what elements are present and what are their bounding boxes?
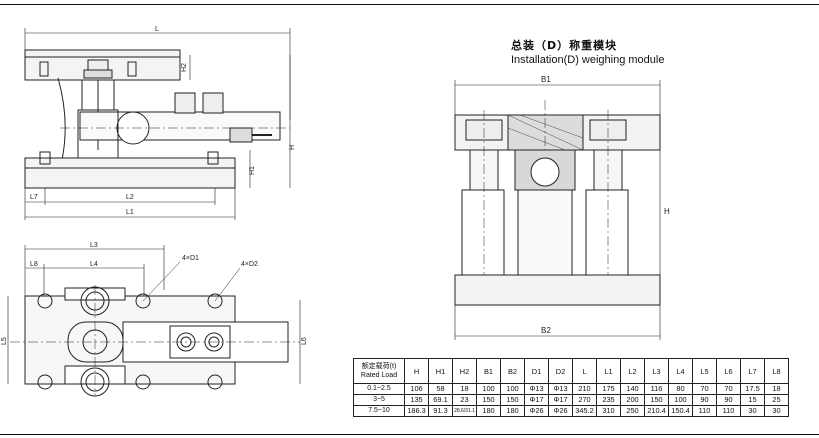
title-chinese: 总装（D）称重模块 [511, 39, 618, 52]
table-cell: 140 [620, 383, 645, 395]
header-rated-load-en: Rated Load [360, 372, 398, 379]
table-cell: 28.6/31.1 [452, 405, 477, 417]
table-cell: 270 [572, 394, 597, 406]
table-cell: Φ13 [524, 383, 549, 395]
table-cell: 110 [716, 405, 741, 417]
header-col: D1 [524, 358, 549, 384]
cell-load: 3~5 [353, 394, 405, 406]
table-cell: 15 [740, 394, 765, 406]
header-col: H1 [428, 358, 453, 384]
dim-label-h-side: H [664, 207, 670, 216]
header-col: L [572, 358, 597, 384]
table-row: 3~5 135 69.1 23 150 150 Φ17 Φ17 270 235 … [353, 394, 789, 406]
bottom-border-line [0, 434, 819, 435]
table-row: 7.5~10 186.3 91.3 28.6/31.1 180 180 Φ26 … [353, 405, 789, 417]
table-cell: 25 [764, 394, 789, 406]
header-rated-load-cn: 额定载荷(t) [361, 363, 397, 370]
header-rated-load: 额定载荷(t) Rated Load [353, 358, 405, 384]
title-english: Installation(D) weighing module [511, 54, 665, 66]
header-col: L5 [692, 358, 717, 384]
table-cell: 91.3 [428, 405, 453, 417]
table-cell: Φ13 [548, 383, 573, 395]
table-cell: 186.3 [404, 405, 429, 417]
dim-label-l1: L1 [126, 209, 134, 216]
dim-label-b1: B1 [541, 75, 551, 84]
table-cell: 23 [452, 394, 477, 406]
table-cell: 70 [692, 383, 717, 395]
cell-load: 0.1~2.5 [353, 383, 405, 395]
dim-label-l4: L4 [90, 261, 98, 268]
top-border-line [0, 4, 819, 5]
dim-label-4xd1: 4×D1 [182, 255, 199, 262]
header-col: L1 [596, 358, 621, 384]
table-cell: 100 [668, 394, 693, 406]
table-cell: 17.5 [740, 383, 765, 395]
dim-label-l: L [155, 26, 159, 33]
table-cell: 235 [596, 394, 621, 406]
dim-label-l3: L3 [90, 242, 98, 249]
table-cell: Φ17 [548, 394, 573, 406]
table-cell: 116 [644, 383, 669, 395]
header-col: L8 [764, 358, 789, 384]
dim-label-l7: L7 [30, 194, 38, 201]
dim-label-l5: L5 [1, 337, 8, 345]
table-cell: 180 [476, 405, 501, 417]
dim-label-4xd2: 4×D2 [241, 261, 258, 268]
table-cell: 100 [476, 383, 501, 395]
table-cell: 175 [596, 383, 621, 395]
table-cell: 18 [764, 383, 789, 395]
drawing-title: 总装（D）称重模块 Installation(D) weighing modul… [511, 38, 664, 68]
table-header-row: 额定载荷(t) Rated Load H H1 H2 B1 B2 D1 D2 L… [353, 358, 789, 384]
header-col: L6 [716, 358, 741, 384]
table-cell: 30 [740, 405, 765, 417]
table-cell: 150.4 [668, 405, 693, 417]
table-cell: 180 [500, 405, 525, 417]
table-row: 0.1~2.5 106 58 18 100 100 Φ13 Φ13 210 17… [353, 383, 789, 395]
table-cell: 90 [692, 394, 717, 406]
header-col: D2 [548, 358, 573, 384]
table-cell: 106 [404, 383, 429, 395]
table-cell: 69.1 [428, 394, 453, 406]
dim-label-h1: H1 [249, 166, 256, 175]
table-cell: 200 [620, 394, 645, 406]
header-col: H [404, 358, 429, 384]
table-cell: 80 [668, 383, 693, 395]
table-cell: Φ26 [548, 405, 573, 417]
dim-label-b2: B2 [541, 326, 551, 335]
dim-label-l6: L6 [301, 337, 308, 345]
header-col: L7 [740, 358, 765, 384]
table-cell: 310 [596, 405, 621, 417]
dim-label-l8: L8 [30, 261, 38, 268]
header-col: B2 [500, 358, 525, 384]
table-cell: 150 [500, 394, 525, 406]
dim-label-h: H [289, 145, 296, 150]
table-cell: 90 [716, 394, 741, 406]
table-cell: Φ26 [524, 405, 549, 417]
table-cell: 110 [692, 405, 717, 417]
table-cell: 135 [404, 394, 429, 406]
table-cell: Φ17 [524, 394, 549, 406]
header-col: L2 [620, 358, 645, 384]
header-col: L3 [644, 358, 669, 384]
dim-label-l2: L2 [126, 194, 134, 201]
header-col: B1 [476, 358, 501, 384]
table-cell: 58 [428, 383, 453, 395]
table-cell: 345.2 [572, 405, 597, 417]
cell-load: 7.5~10 [353, 405, 405, 417]
table-cell: 18 [452, 383, 477, 395]
table-cell: 100 [500, 383, 525, 395]
table-cell: 150 [476, 394, 501, 406]
table-cell: 150 [644, 394, 669, 406]
table-cell: 70 [716, 383, 741, 395]
table-cell: 250 [620, 405, 645, 417]
header-col: L4 [668, 358, 693, 384]
table-cell: 30 [764, 405, 789, 417]
dim-label-h2: H2 [181, 63, 188, 72]
spec-table: 额定载荷(t) Rated Load H H1 H2 B1 B2 D1 D2 L… [353, 358, 789, 417]
table-cell: 210 [572, 383, 597, 395]
table-cell: 210.4 [644, 405, 669, 417]
header-col: H2 [452, 358, 477, 384]
